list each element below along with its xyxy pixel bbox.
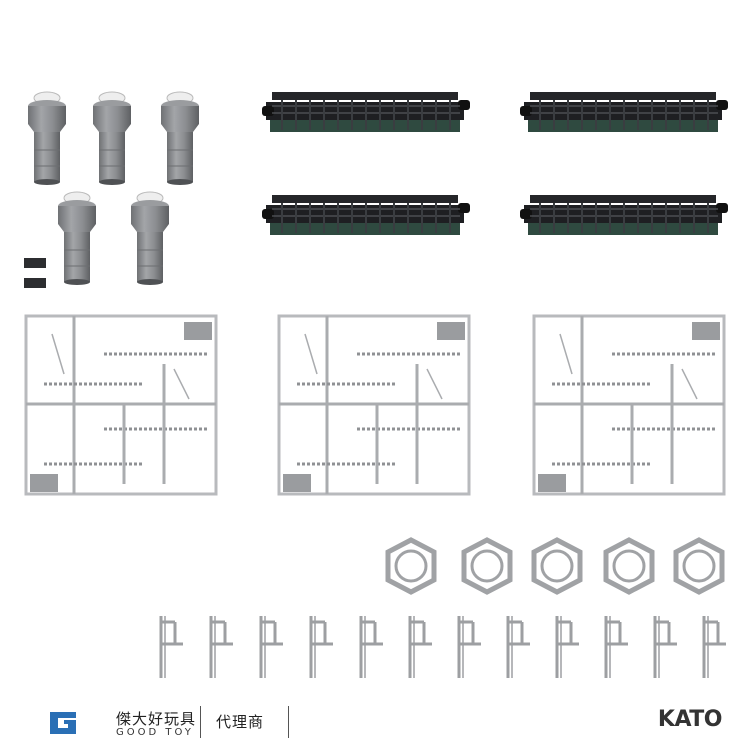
bracket-10 bbox=[604, 614, 630, 680]
clip-2 bbox=[24, 278, 46, 288]
pier-4 bbox=[57, 191, 97, 286]
bridge-2 bbox=[519, 91, 729, 133]
bracket-7 bbox=[457, 614, 483, 680]
bracket-6 bbox=[408, 614, 434, 680]
brand-logo-text: KATO bbox=[657, 707, 723, 732]
hex-ring-5 bbox=[676, 540, 722, 592]
bridge-3 bbox=[261, 194, 471, 236]
bracket-4 bbox=[309, 614, 335, 680]
hex-ring-4 bbox=[606, 540, 652, 592]
bracket-1 bbox=[159, 614, 185, 680]
bridge-4 bbox=[519, 194, 729, 236]
distributor-footer: 傑大好玩具 GOOD TOY 代理商 bbox=[30, 700, 330, 740]
divider-2 bbox=[288, 706, 289, 738]
bridge-1 bbox=[261, 91, 471, 133]
pier-1 bbox=[27, 91, 67, 186]
product-photo bbox=[24, 91, 729, 680]
bracket-8 bbox=[506, 614, 532, 680]
hex-ring-3 bbox=[534, 540, 580, 592]
pier-5 bbox=[130, 191, 170, 286]
bracket-9 bbox=[555, 614, 581, 680]
pier-3 bbox=[160, 91, 200, 186]
sprue-1 bbox=[24, 314, 218, 496]
distributor-name-en: GOOD TOY bbox=[116, 727, 194, 738]
distributor-name-cn: 傑大好玩具 bbox=[116, 710, 197, 728]
bracket-12 bbox=[702, 614, 728, 680]
agent-label: 代理商 bbox=[216, 713, 265, 731]
hex-ring-2 bbox=[464, 540, 510, 592]
divider-1 bbox=[200, 706, 201, 738]
good-toy-logo-icon bbox=[50, 712, 76, 734]
sprue-2 bbox=[277, 314, 471, 496]
hex-ring-1 bbox=[388, 540, 434, 592]
bracket-2 bbox=[209, 614, 235, 680]
sprue-3 bbox=[532, 314, 726, 496]
bracket-11 bbox=[653, 614, 679, 680]
clip-1 bbox=[24, 258, 46, 268]
kato-logo-icon: KATO bbox=[657, 707, 723, 732]
bracket-3 bbox=[259, 614, 285, 680]
pier-2 bbox=[92, 91, 132, 186]
bracket-5 bbox=[359, 614, 385, 680]
